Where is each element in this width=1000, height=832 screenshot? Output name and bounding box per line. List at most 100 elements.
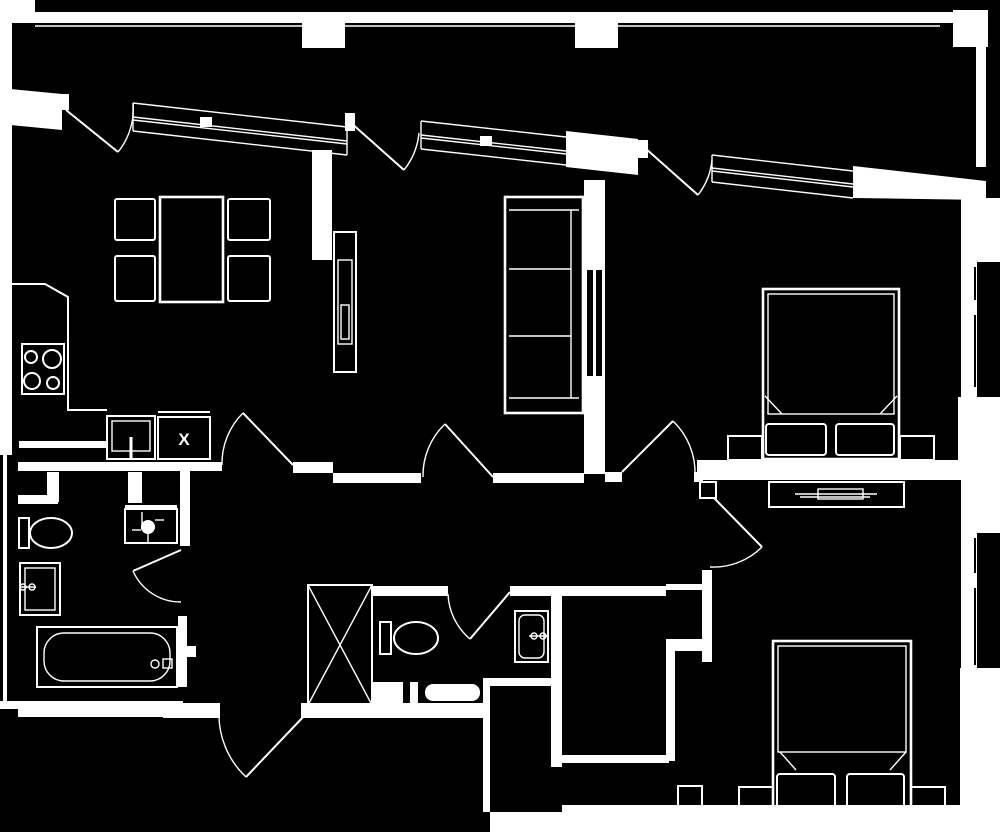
mattress-1 (767, 293, 895, 415)
pillow (765, 423, 827, 456)
chair (227, 255, 271, 302)
terrace-right-end-wall (853, 166, 986, 200)
toilet-2 (379, 621, 439, 655)
pillow (835, 423, 895, 456)
glazed-section-middle (420, 120, 567, 166)
appliance-x: X (157, 411, 211, 460)
middle-room (333, 195, 585, 415)
dining-table (158, 195, 225, 304)
door-leaf (349, 121, 405, 171)
window-bedroom-1 (961, 262, 977, 397)
fold-corner (764, 395, 783, 415)
nightstand (899, 435, 935, 461)
door-swing-arc (697, 159, 713, 196)
bed-1 (761, 287, 901, 461)
door-bedroom-1 (621, 420, 696, 477)
pillow (846, 773, 905, 809)
pillow (776, 773, 836, 809)
balcony-door-right (638, 140, 713, 196)
fan-hub (141, 520, 155, 534)
exterior-walls (0, 0, 988, 707)
nightstand (738, 786, 774, 813)
closet-niche (677, 785, 703, 813)
entry-door (218, 703, 310, 778)
door-swing-arc (117, 102, 134, 153)
outside-area-bottom (490, 812, 1000, 832)
bed-2 (771, 639, 913, 814)
fold-corner (889, 751, 907, 771)
door-bathroom-1 (132, 549, 182, 603)
right-wall (490, 198, 1000, 832)
wall-basin-1 (19, 562, 61, 616)
balcony-door-middle (345, 113, 420, 171)
sliding-panel (425, 684, 480, 701)
tap (150, 659, 160, 669)
radiator-unit (333, 231, 357, 373)
chair (114, 255, 156, 302)
mullion (200, 117, 212, 127)
bedroom-1 (727, 287, 935, 461)
chair (227, 198, 271, 241)
interior-walls (0, 150, 1000, 812)
mullion (480, 136, 492, 146)
burner (24, 350, 38, 364)
cistern (379, 621, 392, 655)
appliance-label: X (178, 430, 190, 449)
dining-set (114, 195, 271, 304)
fold-corner (879, 395, 898, 415)
shower-enclosure (307, 584, 373, 706)
bathroom-1 (18, 508, 178, 688)
door-kitchen (221, 412, 294, 466)
tap (539, 632, 547, 640)
outside-area-right (960, 668, 1000, 832)
storage-strip (47, 472, 59, 502)
fold-corner (779, 751, 797, 771)
pier-1 (302, 12, 345, 48)
storage-strip (128, 472, 142, 503)
counter-edge (11, 283, 107, 411)
pier-2 (575, 12, 618, 48)
glazing-pier (566, 131, 638, 175)
door-shower-room (447, 591, 511, 640)
shower-room-2 (307, 584, 549, 706)
glazed-section-left (132, 102, 348, 156)
door-bedroom-2 (699, 481, 763, 568)
burner (42, 349, 62, 369)
nightstand (727, 435, 763, 461)
kitchen-sink (106, 415, 156, 460)
door-middle-room (422, 423, 494, 478)
door-swing-arc (403, 132, 420, 171)
cooktop (21, 343, 65, 395)
kitchen: X (11, 195, 271, 460)
console (768, 481, 905, 508)
terrace-glazing (60, 94, 854, 199)
wall-basin-2 (514, 610, 549, 663)
mattress-2 (777, 645, 907, 753)
corner-block (953, 10, 988, 47)
toilet-1 (18, 517, 73, 549)
door-leaf (644, 147, 699, 196)
door-leaf (65, 109, 119, 153)
tap (28, 583, 36, 591)
doors (132, 412, 763, 778)
toilet-bowl (393, 621, 439, 655)
wall-bedroom1-south (697, 460, 1000, 480)
wall-bedroom2-south (562, 805, 960, 812)
burner (46, 376, 60, 390)
extractor-fan (124, 508, 178, 544)
bedroom-2 (677, 481, 946, 814)
wardrobe (503, 195, 585, 415)
balcony-door-left (60, 94, 134, 153)
door-stop (187, 646, 196, 657)
tap (19, 583, 27, 591)
tap (530, 632, 538, 640)
burner (23, 372, 41, 390)
wall-kitchen-divider (312, 150, 332, 260)
glazed-section-right (711, 154, 854, 199)
chair (114, 198, 156, 241)
cistern (18, 517, 30, 549)
bathtub (36, 626, 178, 688)
nightstand (910, 786, 946, 813)
